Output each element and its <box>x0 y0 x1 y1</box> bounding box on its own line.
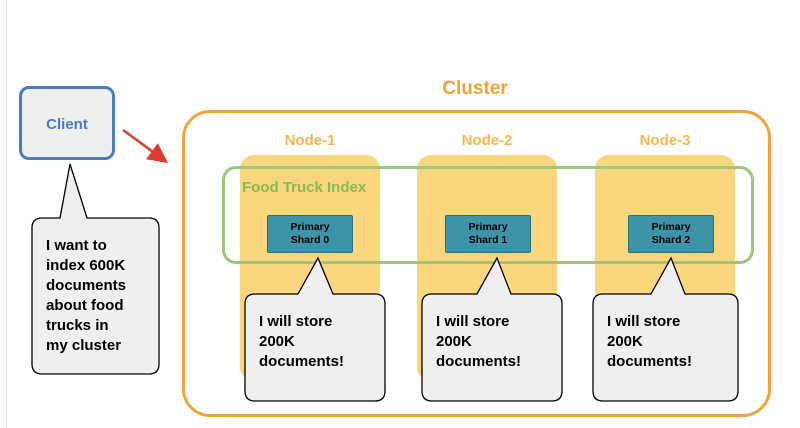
bubble-line: 200K <box>607 333 643 350</box>
client-bubble-line: my cluster <box>46 337 122 354</box>
cluster-box <box>182 110 771 417</box>
shard-line: Shard 2 <box>651 234 691 246</box>
node-3-speech-bubble <box>592 256 739 402</box>
food-truck-index-box <box>222 166 754 264</box>
primary-shard-2: Primary Shard 2 <box>628 215 714 253</box>
node-1-label: Node-1 <box>284 132 336 149</box>
page-edge-line <box>6 0 7 428</box>
client-box <box>19 86 115 160</box>
cluster-title: Cluster <box>442 78 508 99</box>
bubble-line: 200K <box>259 333 295 350</box>
client-label: Client <box>46 116 88 133</box>
bubble-line: 200K <box>436 333 472 350</box>
client-bubble-line: about food <box>46 297 124 314</box>
client-bubble-line: I want to <box>46 237 107 254</box>
node-2-bubble-text: I will store 200K documents! <box>436 312 521 372</box>
bubble-line: I will store <box>436 313 510 330</box>
client-bubble-line: documents <box>46 277 127 294</box>
node-1-speech-bubble <box>244 256 386 402</box>
index-label: Food Truck Index <box>242 179 367 196</box>
node-2-speech-bubble <box>421 256 563 402</box>
bubble-line: documents! <box>607 353 693 370</box>
node-1-bubble-text: I will store 200K documents! <box>259 312 344 372</box>
node-3-bubble-text: I will store 200K documents! <box>607 312 692 372</box>
primary-shard-1: Primary Shard 1 <box>445 215 531 253</box>
client-bubble-line: index 600K <box>46 257 126 274</box>
client-bubble-line: trucks in <box>46 317 109 334</box>
shard-line: Shard 1 <box>468 234 508 246</box>
bubble-line: documents! <box>436 353 522 370</box>
bubble-line: documents! <box>259 353 345 370</box>
shard-line: Primary <box>651 221 691 233</box>
bubble-line: I will store <box>259 313 333 330</box>
shard-line: Primary <box>290 221 330 233</box>
client-bubble-text: I want to index 600K documents about foo… <box>46 236 126 356</box>
shard-line: Primary <box>468 221 508 233</box>
shard-line: Shard 0 <box>290 234 330 246</box>
node-3-label: Node-3 <box>639 132 691 149</box>
bubble-line: I will store <box>607 313 681 330</box>
primary-shard-0: Primary Shard 0 <box>267 215 353 253</box>
node-2-label: Node-2 <box>461 132 513 149</box>
